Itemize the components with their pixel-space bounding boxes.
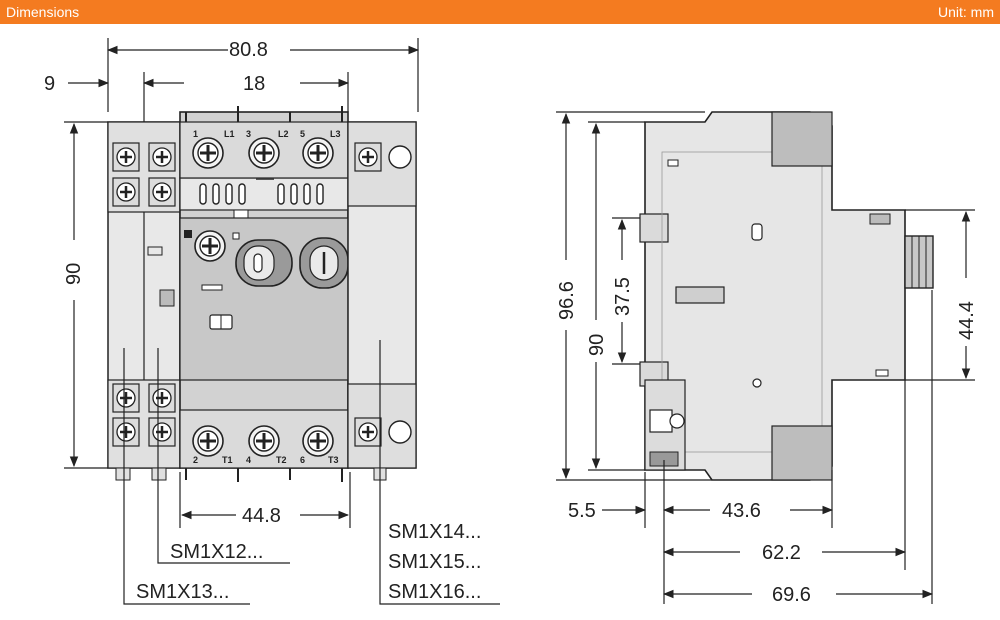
terminal-label: T2: [276, 455, 287, 465]
callout-right-2: SM1X15...: [388, 551, 481, 573]
terminal-label: 4: [246, 455, 251, 465]
terminal-label: 5: [300, 129, 305, 139]
dim-second-module: 18: [243, 73, 265, 95]
terminal-label: 2: [193, 455, 198, 465]
terminal-label: 3: [246, 129, 251, 139]
callout-right-3: SM1X16...: [388, 581, 481, 603]
dim-width-total: 80.8: [229, 39, 268, 61]
dim-depth-2: 62.2: [762, 542, 801, 564]
header-unit: Unit: mm: [938, 4, 994, 20]
terminal-label: 6: [300, 455, 305, 465]
dim-total-height: 96.6: [556, 281, 578, 320]
dim-depth-1: 43.6: [722, 500, 761, 522]
header-bar: Dimensions Unit: mm: [0, 0, 1000, 24]
callout-right-1: SM1X14...: [388, 521, 481, 543]
terminal-label: 1: [193, 129, 198, 139]
side-view: 96.6 90 37.5 44.4 5.5 43.6 62.2 69.6: [556, 111, 978, 606]
terminal-label: L2: [278, 129, 289, 139]
dim-bottom: 44.8: [242, 505, 281, 527]
dim-offset: 5.5: [568, 500, 596, 522]
callout-left: SM1X13...: [136, 581, 229, 603]
header-title: Dimensions: [6, 4, 80, 20]
terminal-label: L1: [224, 129, 235, 139]
dim-left-module: 9: [44, 73, 55, 95]
dim-rail-height: 90: [586, 334, 608, 356]
front-view: 1 L1 3 L2 5 L3 2 T1 4 T2 6 T3: [44, 38, 500, 605]
dim-depth-3: 69.6: [772, 584, 811, 606]
dim-window: 37.5: [612, 277, 634, 316]
terminal-label: T1: [222, 455, 233, 465]
callout-mid: SM1X12...: [170, 541, 263, 563]
dimension-drawing: 1 L1 3 L2 5 L3 2 T1 4 T2 6 T3: [44, 38, 978, 606]
terminal-label: T3: [328, 455, 339, 465]
dim-height: 90: [63, 263, 85, 285]
terminal-label: L3: [330, 129, 341, 139]
dim-right-height: 44.4: [956, 301, 978, 340]
